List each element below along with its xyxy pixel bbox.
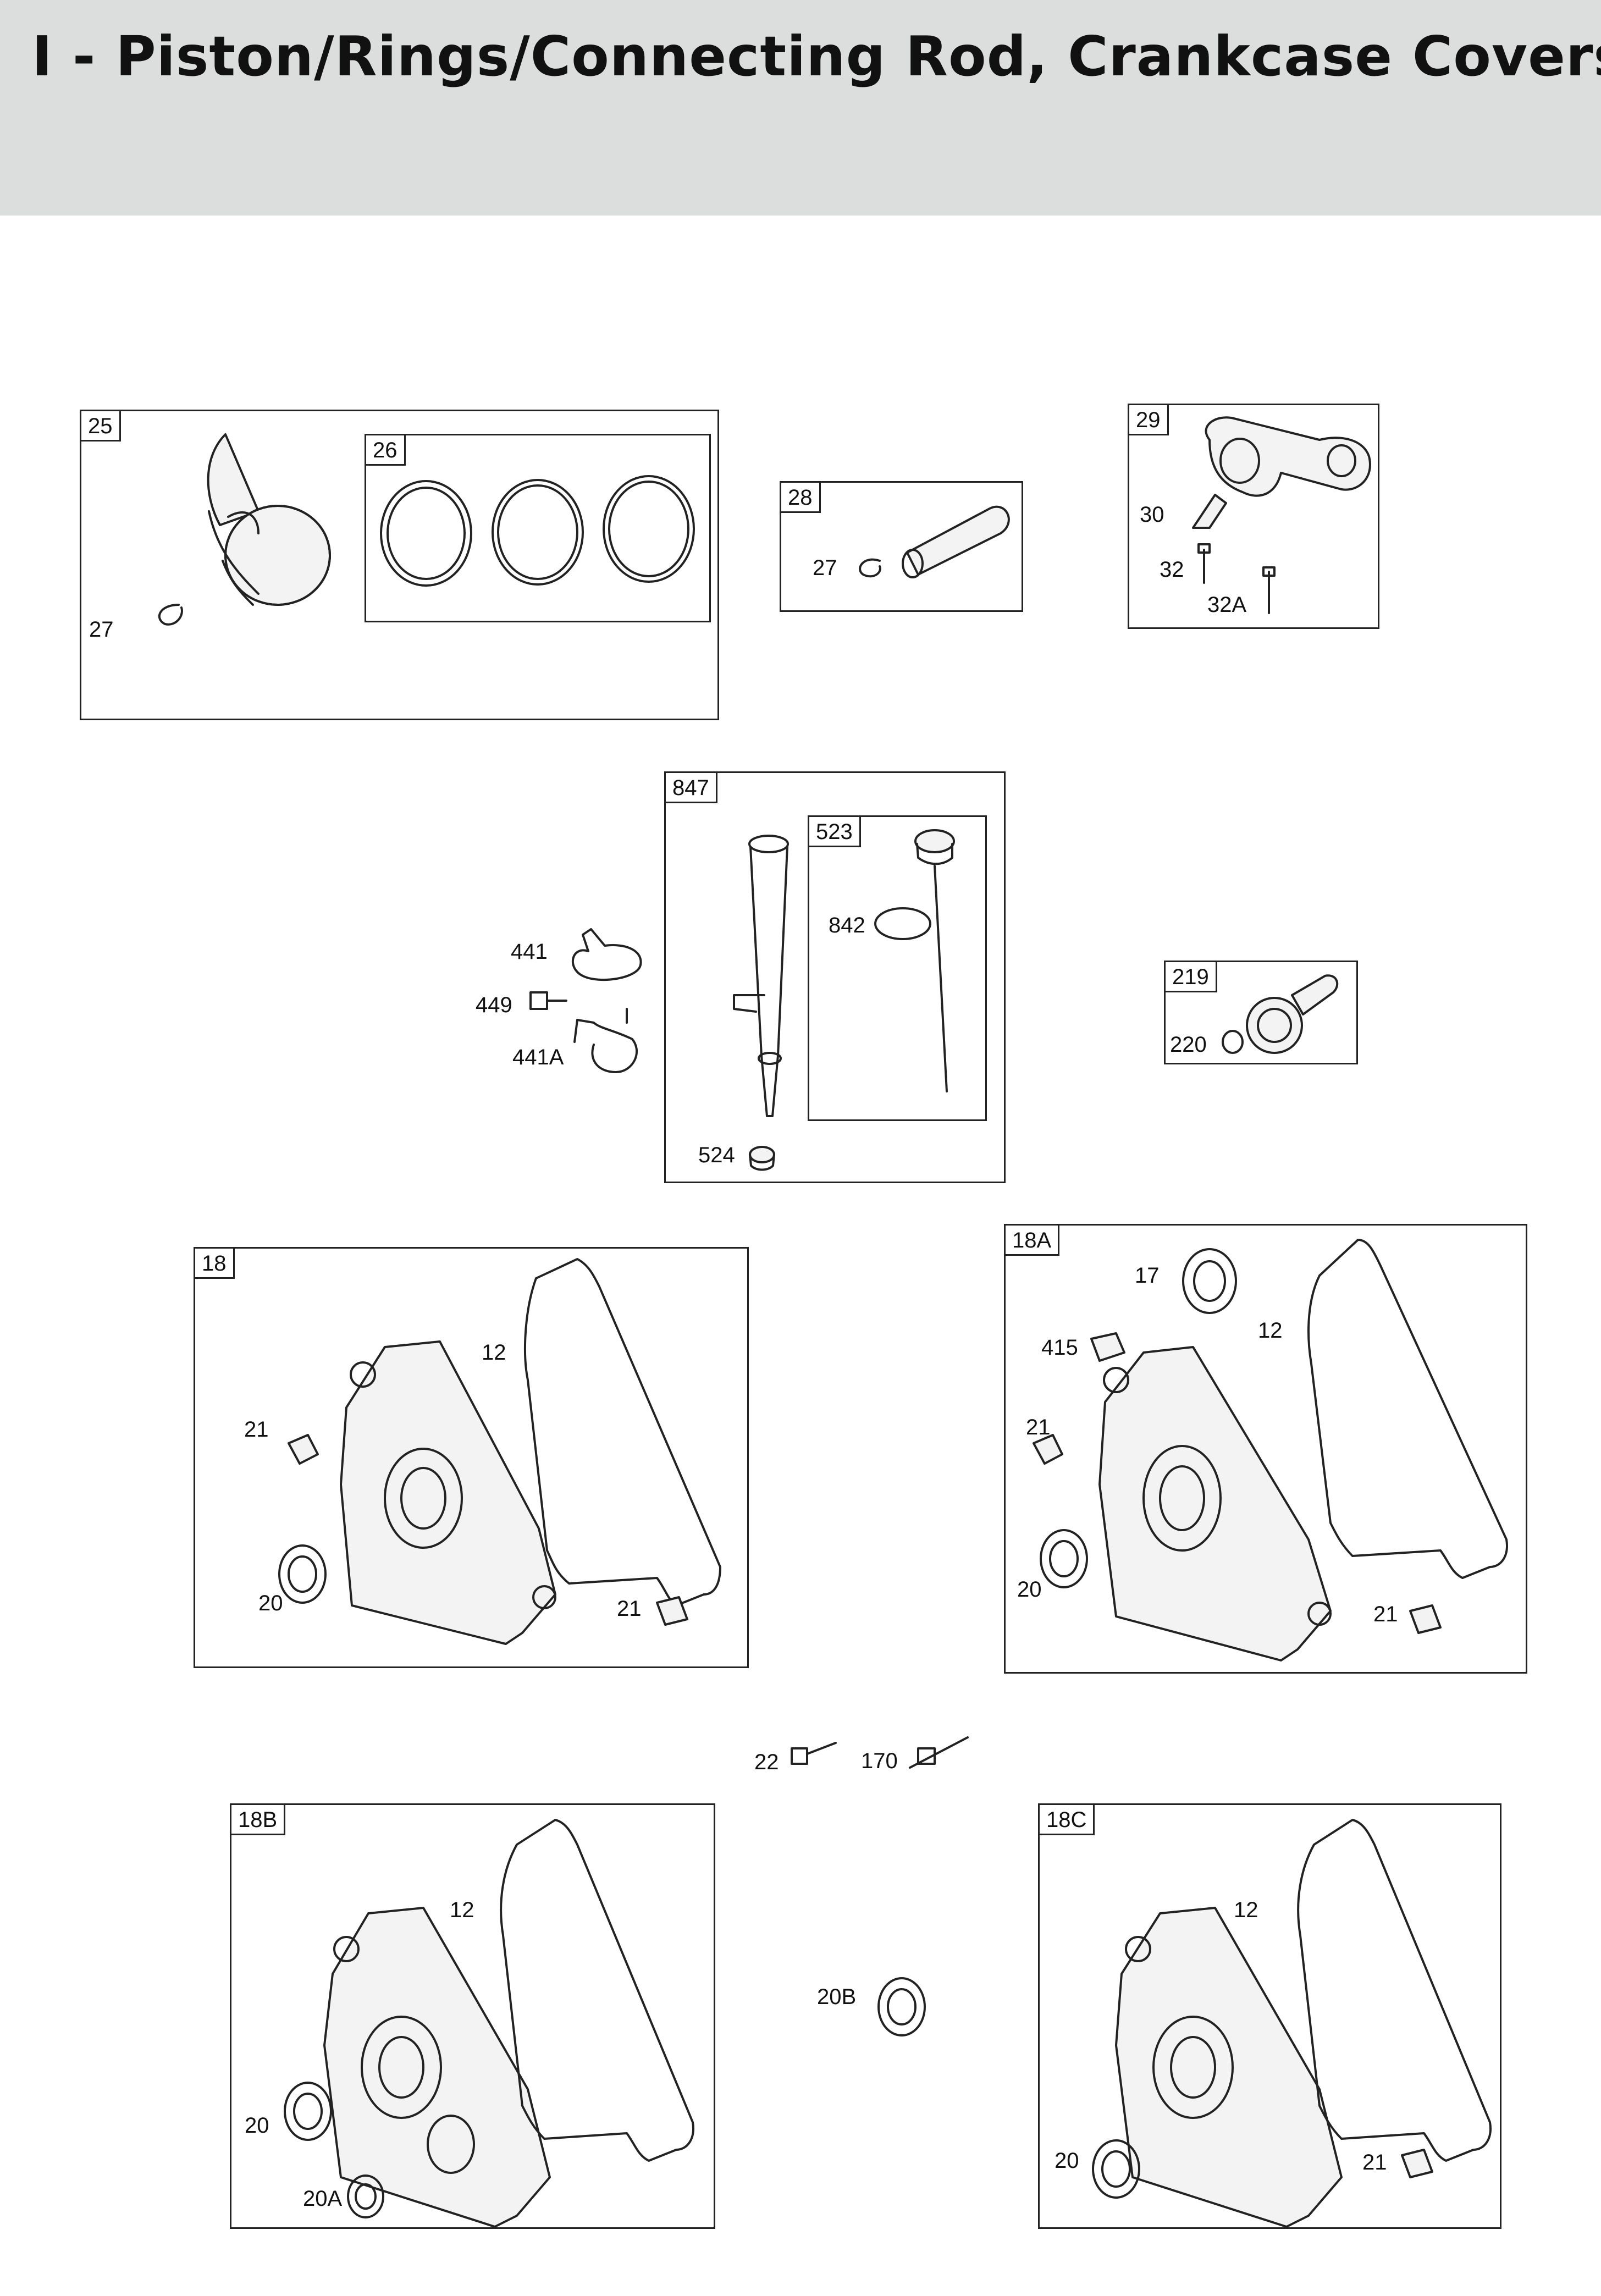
box-18: 18 (194, 1247, 749, 1668)
snap-ring-27b (859, 558, 881, 578)
callout-12: 12 (482, 1340, 506, 1365)
wrist-pin-drawing (902, 505, 1010, 578)
callout-21: 21 (1373, 1602, 1398, 1626)
callout-415: 415 (1041, 1335, 1078, 1360)
piston-rings-drawing (380, 475, 695, 587)
dipstick-drawing (914, 829, 955, 1092)
box-25: 25 (80, 410, 719, 720)
callout-30: 30 (1140, 503, 1164, 527)
callout-22: 22 (754, 1750, 779, 1774)
callout-21: 21 (1362, 2150, 1387, 2174)
header-band: I - Piston/Rings/Connecting Rod, Crankca… (0, 0, 1601, 216)
seal-20-c (284, 2082, 332, 2141)
plug-524 (749, 1146, 775, 1171)
callout-20: 20 (1055, 2149, 1079, 2173)
box-847: 847 (664, 771, 1006, 1183)
clamp-441 (572, 928, 642, 981)
plug-21-c (1033, 1434, 1063, 1465)
washer-220 (1222, 1030, 1244, 1054)
piston-drawing (207, 433, 331, 606)
crankcase-cover-18a-drawing (1098, 1346, 1332, 1662)
crankcase-cover-18-drawing (340, 1340, 556, 1645)
seal-20-d (1092, 2139, 1140, 2199)
gasket-12-b (1307, 1239, 1508, 1579)
rod-bolt-32a (1262, 566, 1276, 614)
box-tag-26: 26 (366, 435, 406, 466)
callout-12: 12 (1234, 1898, 1258, 1922)
callout-20b: 20B (817, 1985, 857, 2009)
callout-441: 441 (511, 940, 548, 964)
callout-842: 842 (829, 913, 865, 937)
box-26: 26 (365, 434, 711, 622)
callout-441a: 441A (512, 1045, 564, 1069)
callout-32: 32 (1160, 558, 1184, 582)
gasket-12-c (500, 1819, 694, 2162)
crankcase-cover-18c-drawing (1115, 1907, 1343, 2228)
box-523: 523 (808, 815, 987, 1121)
box-tag-523: 523 (809, 817, 861, 847)
gasket-12-a (524, 1258, 721, 1607)
box-tag-25: 25 (81, 411, 121, 441)
clamp-441a (573, 1008, 638, 1073)
callout-449: 449 (476, 993, 512, 1017)
callout-20a: 20A (303, 2187, 343, 2211)
seal-20-a (278, 1544, 327, 1604)
callout-20: 20 (258, 1591, 283, 1615)
box-29: 29 (1128, 404, 1379, 629)
crankcase-cover-18b-drawing (323, 1907, 551, 2228)
bearing-17 (1182, 1248, 1237, 1314)
box-tag-28: 28 (781, 483, 821, 513)
seal-20-b (1040, 1529, 1088, 1588)
plug-21-e (1401, 2149, 1433, 2178)
box-tag-847: 847 (666, 773, 717, 803)
box-tag-18: 18 (195, 1249, 235, 1279)
callout-21: 21 (617, 1597, 642, 1621)
callout-21: 21 (1026, 1415, 1051, 1439)
callout-27: 27 (813, 556, 837, 580)
plug-21-a (288, 1434, 319, 1465)
oil-dipper-30 (1192, 494, 1227, 529)
seal-20b (877, 1977, 926, 2036)
callout-27: 27 (89, 617, 114, 642)
screw-449 (529, 991, 567, 1010)
rod-bolt-32 (1197, 543, 1211, 584)
callout-170: 170 (861, 1749, 898, 1773)
box-tag-29: 29 (1129, 405, 1169, 435)
box-18c: 18C (1038, 1803, 1501, 2229)
callout-32a: 32A (1207, 593, 1247, 617)
callout-20: 20 (1017, 1577, 1042, 1602)
bolt-22 (791, 1742, 837, 1765)
governor-gear-drawing (1246, 974, 1339, 1054)
callout-20: 20 (245, 2113, 269, 2138)
box-tag-18b: 18B (231, 1805, 286, 1835)
box-18a: 18A (1004, 1224, 1527, 1674)
seal-20a (347, 2174, 384, 2218)
box-tag-219: 219 (1166, 962, 1217, 992)
o-ring-842 (874, 907, 931, 940)
snap-ring-27a (158, 604, 183, 626)
plug-21-b (656, 1596, 688, 1626)
box-tag-18a: 18A (1006, 1226, 1060, 1256)
box-tag-18c: 18C (1040, 1805, 1095, 1835)
callout-524: 524 (698, 1143, 735, 1167)
box-219: 219 (1164, 961, 1358, 1064)
callout-220: 220 (1170, 1033, 1207, 1057)
callout-17: 17 (1135, 1263, 1160, 1288)
dipstick-tube-drawing (733, 835, 789, 1117)
box-28: 28 (780, 481, 1023, 612)
page-title: I - Piston/Rings/Connecting Rod, Crankca… (32, 24, 1601, 89)
callout-12: 12 (1258, 1318, 1283, 1343)
stud-170 (909, 1736, 969, 1769)
gasket-12-d (1297, 1819, 1492, 2162)
fill-plug-415 (1090, 1332, 1125, 1362)
callout-21: 21 (244, 1417, 269, 1442)
box-18b: 18B (230, 1803, 715, 2229)
connecting-rod-drawing (1205, 416, 1371, 497)
callout-12: 12 (450, 1898, 474, 1922)
plug-21-d (1409, 1604, 1442, 1634)
